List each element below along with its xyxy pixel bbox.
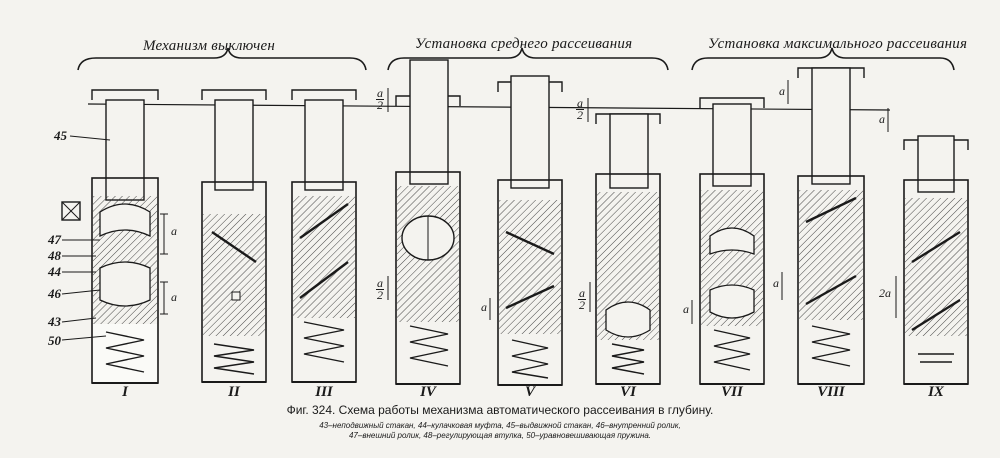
assembly-II <box>201 89 267 383</box>
leader-lines <box>61 135 111 341</box>
ref-label-48: 48 <box>48 248 61 263</box>
dim-a-VIII-top: a <box>779 84 785 98</box>
group-title-medium: Установка среднего рассеивания <box>415 36 633 52</box>
dimension-marks <box>160 80 897 324</box>
assembly-VII <box>699 97 765 385</box>
dim-a-I-lower: a <box>171 290 177 304</box>
assembly-V <box>497 75 563 386</box>
position-label-VII: VII <box>721 384 743 400</box>
position-label-IV: IV <box>420 384 436 400</box>
dim-a-IX-top: a <box>879 112 885 126</box>
ref-label-43: 43 <box>48 314 61 329</box>
ref-label-44: 44 <box>48 264 61 279</box>
position-label-VIII: VIII <box>817 384 845 400</box>
dim-a-VIII-mid: a <box>773 276 779 290</box>
assembly-VIII <box>797 67 865 385</box>
figure-legend-line-2: 47–внешний ролик, 48–регулирующая втулка… <box>348 431 652 440</box>
brace-group-2 <box>387 47 669 71</box>
assembly-I <box>61 89 159 384</box>
position-label-IX: IX <box>928 384 944 400</box>
assembly-III <box>291 89 357 383</box>
brace-group-3 <box>691 47 955 71</box>
position-label-I: I <box>122 384 128 400</box>
dim-a-V: a <box>481 300 487 314</box>
position-label-VI: VI <box>620 384 636 400</box>
brace-group-1 <box>77 47 367 71</box>
position-label-II: II <box>228 384 240 400</box>
ref-label-50: 50 <box>48 333 61 348</box>
assembly-IX <box>903 135 969 385</box>
assembly-VI <box>595 113 661 385</box>
position-label-III: III <box>315 384 333 400</box>
position-label-V: V <box>524 384 535 400</box>
ref-label-46: 46 <box>48 286 61 301</box>
group-title-off: Механизм выключен <box>143 38 276 54</box>
dim-a-VII: a <box>683 302 689 316</box>
ref-label-47: 47 <box>48 232 61 247</box>
dim-a-I-upper: a <box>171 224 177 238</box>
dim-2a-IX: 2a <box>879 286 891 300</box>
mechanism-diagram <box>61 47 969 386</box>
group-title-max: Установка максимального рассеивания <box>708 36 968 52</box>
figure-caption: Фиг. 324. Схема работы механизма автомат… <box>286 403 714 417</box>
ref-label-45: 45 <box>54 128 67 143</box>
figure-legend-line-1: 43–неподвижный стакан, 44–кулачковая муф… <box>319 421 681 430</box>
assembly-IV <box>395 59 461 385</box>
